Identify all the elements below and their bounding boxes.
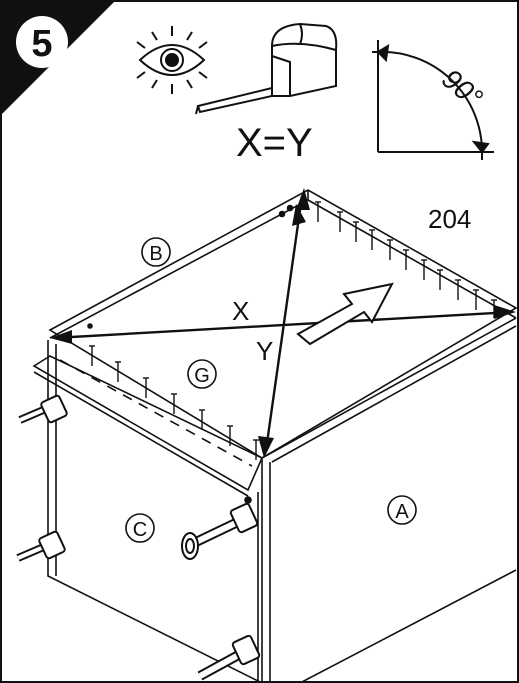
right-angle-icon — [372, 40, 494, 160]
diagonal-x-label: X — [232, 296, 249, 326]
svg-text:B: B — [149, 243, 162, 265]
panel-label-b: B — [141, 237, 171, 267]
formula-text: X=Y — [236, 121, 313, 165]
panel-label-a: A — [387, 495, 417, 525]
cabinet-drawing — [32, 189, 518, 683]
diagonal-y-label: Y — [256, 336, 273, 366]
panel-label-g: G — [187, 359, 217, 389]
diagonal-y — [264, 195, 304, 451]
diagonal-arrowheads — [50, 188, 516, 458]
angle-label: 90° — [436, 63, 488, 114]
step-number: 5 — [31, 23, 52, 65]
screws-front — [89, 345, 259, 460]
screws-rear — [315, 201, 497, 318]
svg-text:G: G — [194, 365, 210, 387]
eye-icon — [136, 26, 208, 94]
svg-text:C: C — [133, 519, 147, 541]
push-arrow-icon — [296, 282, 394, 346]
cam-connector-icon — [16, 394, 261, 681]
panel-label-c: C — [125, 513, 155, 543]
tape-measure-icon — [195, 22, 338, 115]
part-number: 204 — [428, 204, 471, 234]
svg-text:A: A — [395, 501, 409, 523]
step-badge: 5 — [0, 0, 116, 116]
